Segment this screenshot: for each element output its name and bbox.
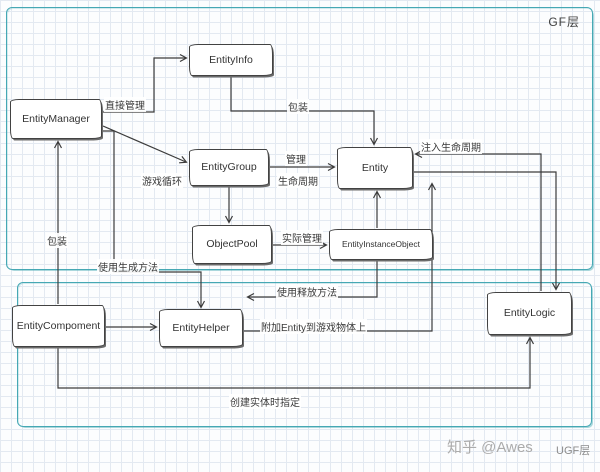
edge-logic-entity (414, 149, 542, 291)
edge-label-inject-lifecycle: 注入生命周期 (420, 139, 482, 154)
edge-manager-group (102, 125, 188, 164)
edge-label-attach-entity: 附加Entity到游戏物体上 (260, 319, 368, 334)
edge-label-actual-manage: 实际管理 (281, 230, 323, 245)
edge-label-game-loop: 游戏循环 (141, 173, 183, 188)
node-entity-manager: EntityManager (10, 99, 102, 139)
edge-label-direct-manage: 直接管理 (104, 97, 146, 112)
node-entity-info: EntityInfo (189, 44, 273, 76)
edge-manager-info (103, 53, 188, 113)
ugf-layer-label: UGF层 (556, 445, 591, 457)
node-entity-group: EntityGroup (189, 149, 269, 186)
edge-label-lifecycle: 生命周期 (277, 173, 319, 188)
ugf-layer-container (17, 282, 592, 427)
edge-label-manage: 管理 (285, 151, 307, 166)
watermark: 知乎 @Awes (447, 439, 533, 456)
edge-label-wrap-left: 包装 (46, 233, 68, 248)
edge-label-use-spawn: 使用生成方法 (97, 259, 159, 274)
edge-label-wrap-top: 包装 (287, 99, 309, 114)
node-entity-instance-object: EntityInstanceObject (329, 229, 433, 260)
node-object-pool: ObjectPool (192, 225, 272, 264)
edge-label-assign-on-create: 创建实体时指定 (229, 394, 301, 409)
edge-manager-helper (103, 130, 206, 309)
node-entity-compoment: EntityCompoment (12, 305, 105, 347)
node-entity: Entity (337, 147, 413, 189)
gf-layer-label: GF层 (548, 15, 580, 29)
node-entity-logic: EntityLogic (487, 292, 572, 335)
node-entity-helper: EntityHelper (159, 309, 243, 347)
edge-entity-logic (414, 171, 561, 291)
edge-label-use-release: 使用释放方法 (276, 284, 338, 299)
gf-layer-container: GF层 (6, 7, 593, 270)
edge-compoment-logic (57, 336, 535, 389)
